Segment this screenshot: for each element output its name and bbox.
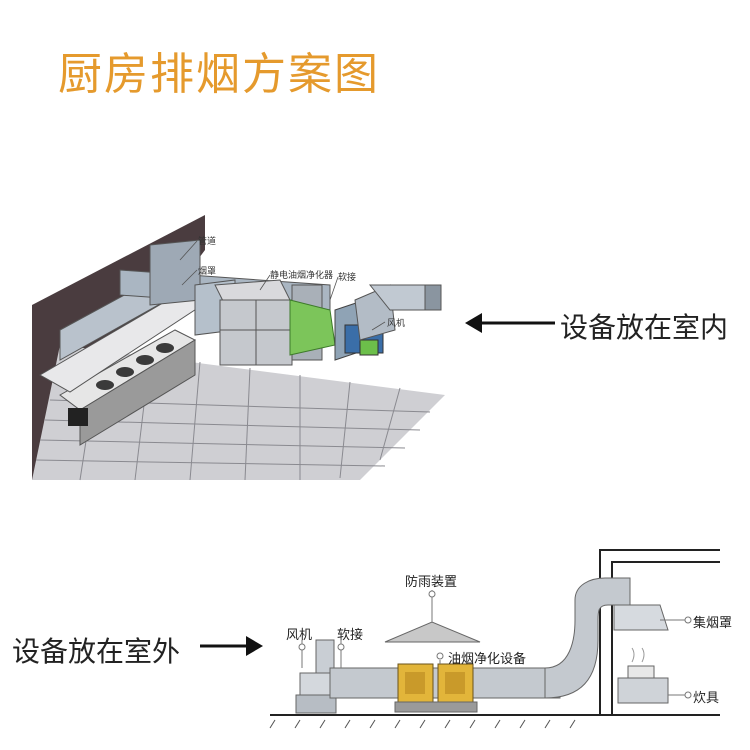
stock-pot	[68, 408, 88, 426]
label-rain-cover: 防雨装置	[405, 575, 458, 590]
indoor-caption: 设备放在室内	[560, 311, 729, 344]
indoor-arrow	[465, 313, 555, 333]
rain-cover	[384, 621, 481, 643]
label-esp: 静电油烟净化器	[270, 271, 334, 281]
label-collection-hood: 集烟罩	[693, 616, 733, 631]
label-fan: 风机	[387, 319, 406, 329]
building	[599, 549, 720, 715]
stove	[617, 647, 669, 704]
label-stove: 炊具	[693, 691, 720, 706]
rising-duct	[544, 577, 631, 699]
outdoor-arrow	[200, 636, 263, 656]
label-hood: 烟罩	[198, 267, 217, 277]
exhaust-elbow	[354, 284, 442, 341]
purifier-unit	[394, 663, 478, 713]
page-title: 厨房排烟方案图	[58, 49, 380, 100]
label-outdoor-flex: 软接	[337, 628, 364, 643]
label-outdoor-fan: 风机	[286, 628, 313, 643]
label-flex: 软接	[338, 273, 357, 283]
burner-group	[96, 343, 174, 390]
outdoor-caption: 设备放在室外	[12, 635, 181, 668]
label-duct: 管道	[198, 237, 217, 247]
fan-stack	[295, 639, 337, 714]
label-purifier: 油烟净化设备	[448, 652, 527, 667]
collection-hood	[613, 604, 669, 631]
